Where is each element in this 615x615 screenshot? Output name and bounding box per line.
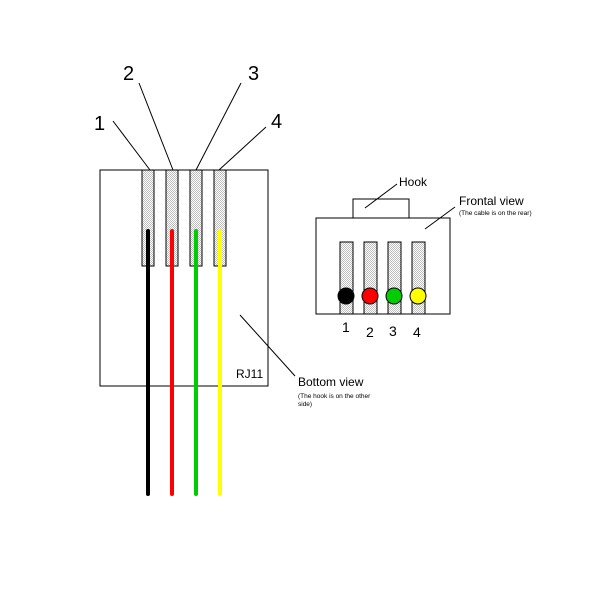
frontal-wire-dot-2 — [361, 287, 379, 305]
frontal-pin-1-label: 1 — [342, 319, 350, 335]
frontal-view-leader — [424, 206, 456, 230]
frontal-wire-dot-4 — [409, 287, 427, 305]
connector-hook — [352, 198, 410, 219]
pin-1-leader — [112, 120, 151, 171]
frontal-view-connector — [315, 198, 451, 315]
connector-body — [99, 169, 269, 387]
bottom-pin-2-label: 2 — [123, 63, 134, 85]
frontal-pin-3-label: 3 — [389, 323, 397, 339]
bottom-pin-3-label: 3 — [248, 63, 259, 85]
hook-leader — [364, 183, 398, 209]
bottom-view-title: Bottom view — [298, 375, 364, 389]
pin-2-leader — [138, 82, 174, 171]
bottom-pin-4-label: 4 — [271, 111, 282, 133]
hook-label: Hook — [399, 175, 428, 189]
bottom-view-note-2: side) — [298, 401, 312, 408]
pin-3-leader — [195, 82, 242, 171]
frontal-pin-2-label: 2 — [366, 324, 374, 340]
bottom-view-note-1: (The hook is on the other — [298, 393, 371, 400]
frontal-view-note: (The cable is on the rear) — [459, 210, 532, 217]
bottom-view-connector — [99, 169, 269, 387]
bottom-pin-1-label: 1 — [94, 113, 105, 135]
bottom-view-leader — [239, 314, 296, 377]
frontal-body — [315, 217, 451, 315]
connector-label: RJ11 — [236, 367, 263, 381]
frontal-pin-4-label: 4 — [413, 324, 421, 340]
frontal-wire-dot-1 — [337, 287, 355, 305]
frontal-wire-dot-3 — [385, 287, 403, 305]
frontal-view-title: Frontal view — [459, 194, 524, 208]
pin-4-leader — [218, 126, 267, 171]
